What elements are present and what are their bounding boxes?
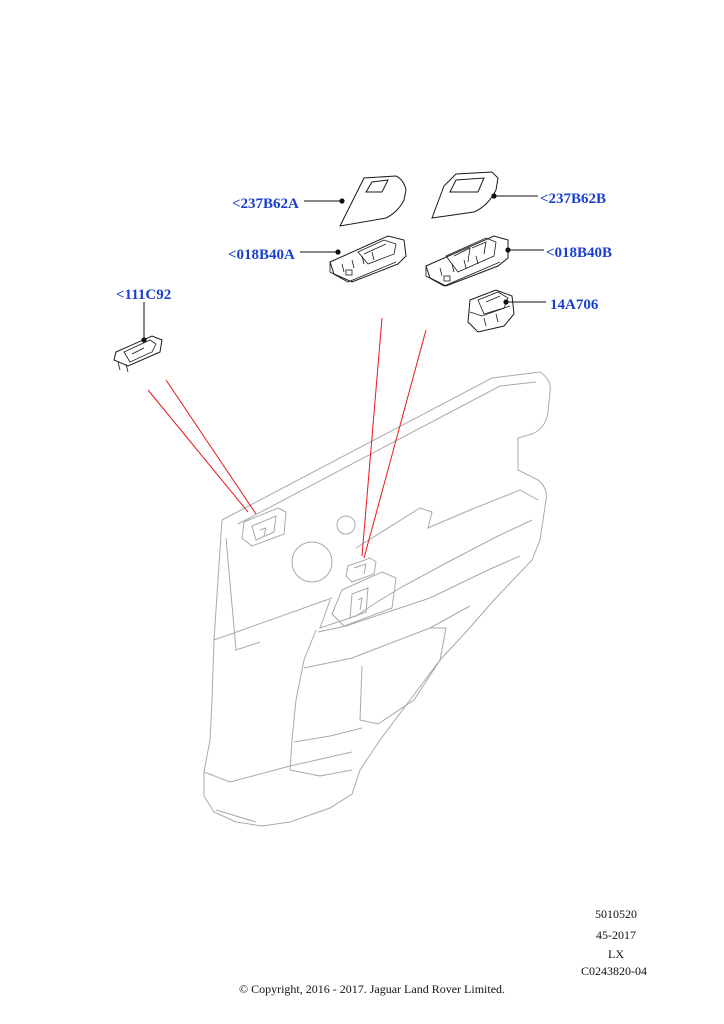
copyright-notice: © Copyright, 2016 - 2017. Jaguar Land Ro… bbox=[239, 982, 505, 996]
info-line-4: C0243820-04 bbox=[581, 964, 647, 978]
pointer-line bbox=[361, 317, 383, 557]
door-trim-panel bbox=[203, 371, 551, 827]
window-switch bbox=[467, 289, 515, 333]
pointer-line bbox=[147, 389, 249, 513]
callout-018b40b: <018B40B bbox=[546, 245, 612, 261]
bezel-cover-right bbox=[431, 171, 499, 219]
pointer-line bbox=[165, 379, 257, 515]
callout-237b62a: <237B62A bbox=[232, 196, 299, 212]
info-line-3: LX bbox=[608, 947, 624, 961]
callout-111c92: <111C92 bbox=[116, 287, 171, 303]
pointer-lines bbox=[147, 317, 427, 559]
pointer-line bbox=[363, 329, 427, 559]
callout-14a706: 14A706 bbox=[550, 297, 599, 313]
info-line-1: 5010520 bbox=[595, 907, 637, 921]
callout-237b62b: <237B62B bbox=[540, 191, 606, 207]
switch-bezel-front bbox=[113, 335, 163, 373]
callout-018b40a: <018B40A bbox=[228, 247, 295, 263]
switch-pack-right bbox=[425, 235, 509, 287]
info-line-2: 45-2017 bbox=[596, 928, 636, 942]
bezel-cover-left bbox=[339, 175, 407, 227]
switch-pack-left bbox=[329, 235, 407, 283]
leader-lines bbox=[141, 193, 546, 343]
info-block: 5010520 45-2017 LX C0243820-04 bbox=[581, 907, 647, 978]
